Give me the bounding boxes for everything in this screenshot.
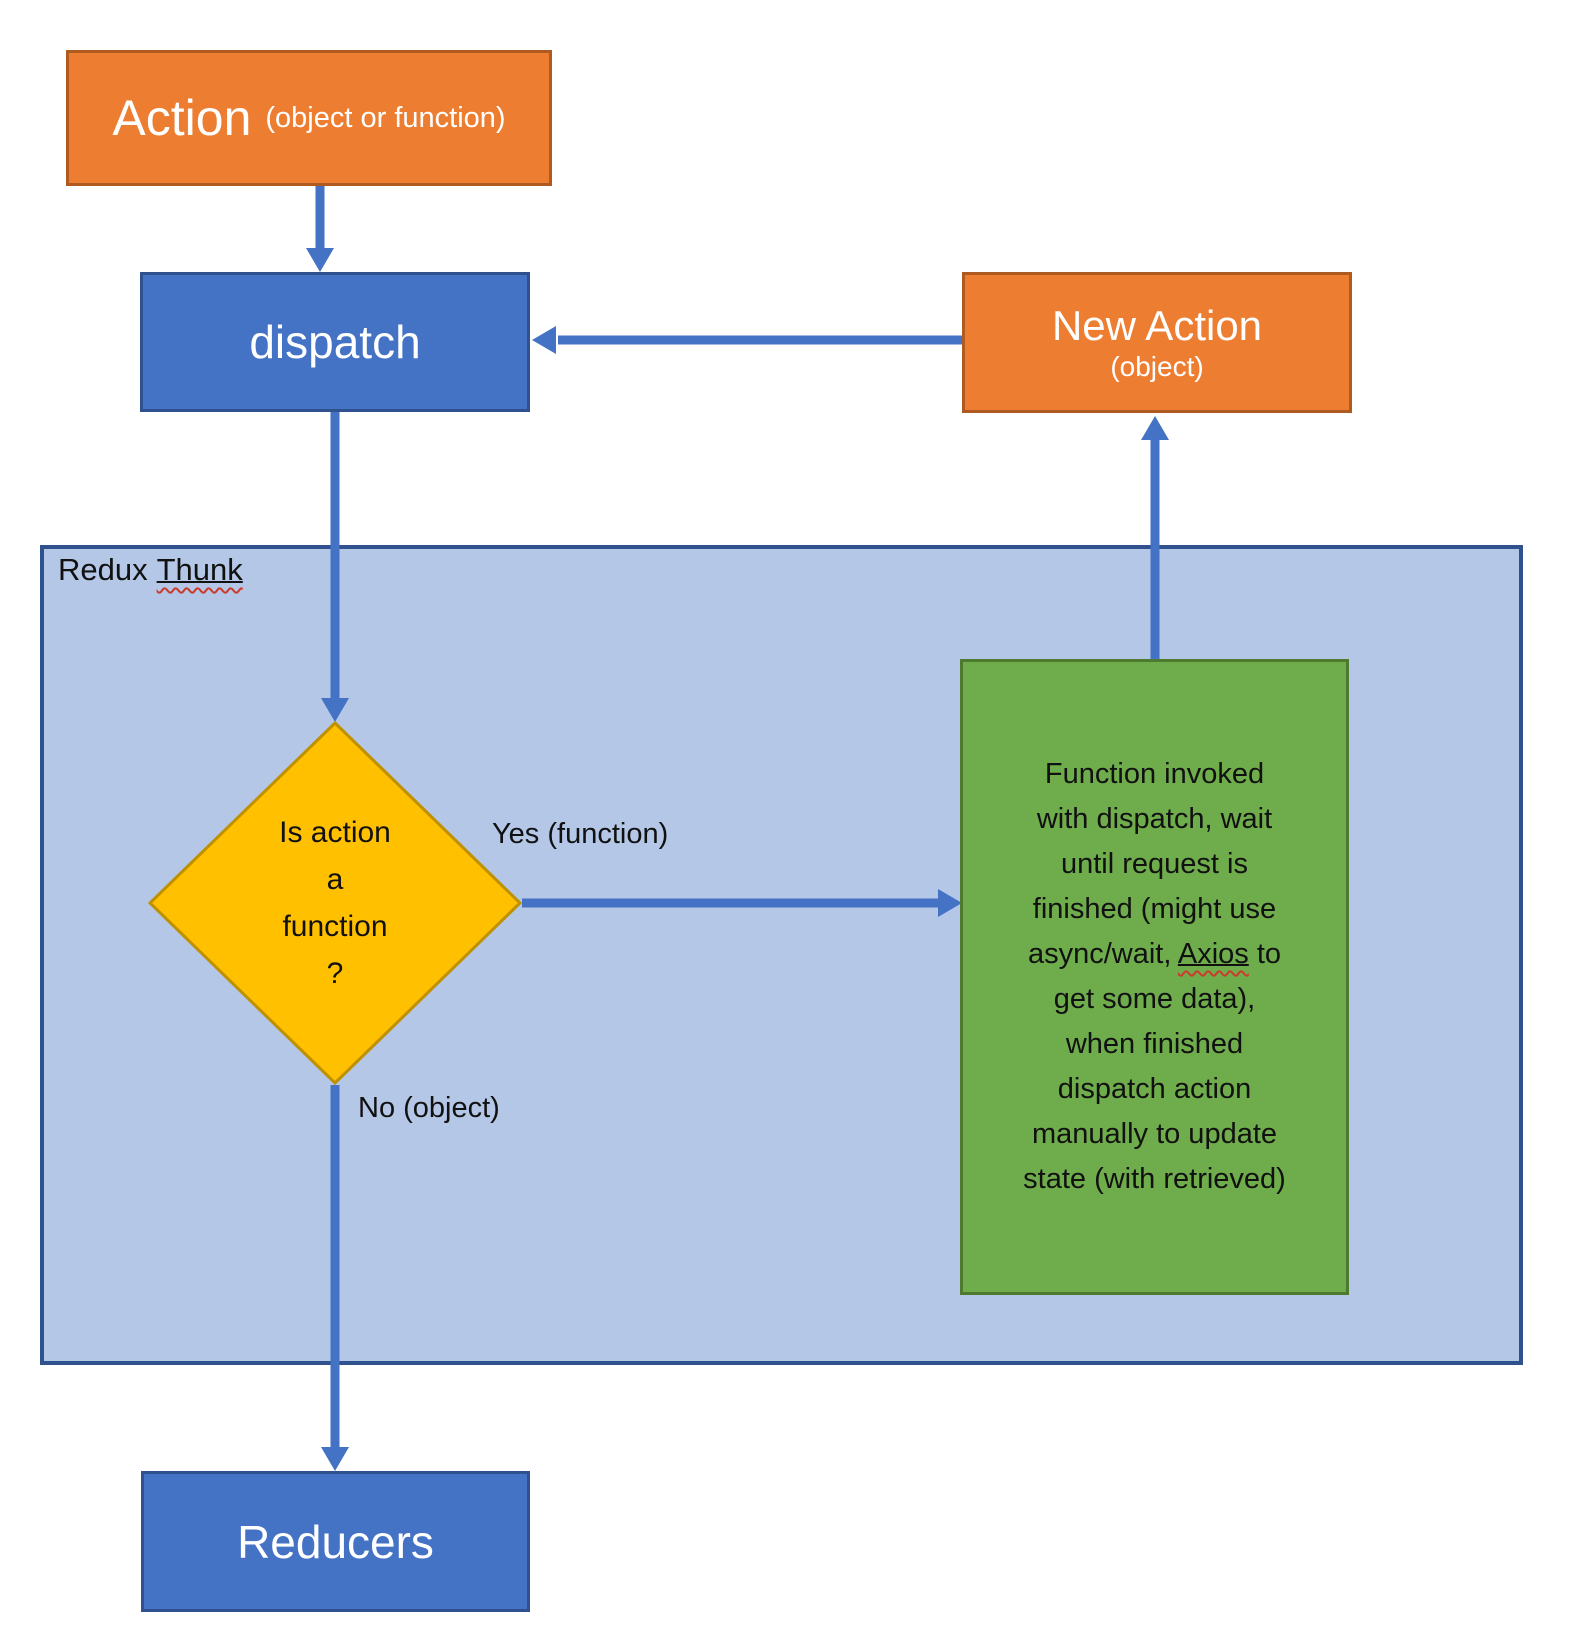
process-line: until request is xyxy=(1060,848,1248,880)
process-node: Function invoked with dispatch, wait unt… xyxy=(960,659,1349,1295)
decision-line: function xyxy=(282,910,388,943)
action-node-subtitle: (object or function) xyxy=(265,101,506,134)
new-action-node: New Action (object) xyxy=(962,272,1352,413)
process-line: Function invoked xyxy=(1044,758,1265,790)
process-node-text: Function invoked with dispatch, wait unt… xyxy=(1023,752,1286,1202)
decision-node-text: Is action a function ? xyxy=(148,721,522,1085)
edge-label-yes: Yes (function) xyxy=(492,818,669,850)
redux-thunk-label-prefix: Redux xyxy=(58,552,148,587)
arrowhead-new-action-to-dispatch xyxy=(532,326,556,354)
process-line-axios-before: async/wait, xyxy=(1027,938,1178,970)
arrowhead-dispatch-to-decision xyxy=(321,698,349,722)
action-node-title: Action xyxy=(112,90,252,146)
process-line: manually to update xyxy=(1031,1118,1278,1150)
decision-diamond-shape xyxy=(148,721,522,1085)
action-node: Action (object or function) xyxy=(66,50,552,186)
process-line: get some data), xyxy=(1053,983,1256,1015)
process-axios-word: Axios xyxy=(1177,938,1249,970)
process-line: when finished xyxy=(1065,1028,1244,1060)
edge-label-no: No (object) xyxy=(358,1092,500,1124)
process-line: with dispatch, wait xyxy=(1036,803,1273,835)
decision-node: Is action a function ? xyxy=(148,721,522,1085)
decision-line: a xyxy=(326,863,344,896)
process-line: dispatch action xyxy=(1057,1073,1252,1105)
new-action-node-title: New Action xyxy=(1051,301,1263,349)
decision-line: ? xyxy=(326,957,344,990)
new-action-node-subtitle: (object) xyxy=(1110,350,1204,382)
arrowhead-decision-to-reducers xyxy=(321,1447,349,1471)
process-line: state (with retrieved) xyxy=(1023,1163,1286,1195)
process-line: finished (might use xyxy=(1032,893,1277,925)
arrowhead-decision-to-process xyxy=(938,889,962,917)
dispatch-node-label: dispatch xyxy=(249,316,421,368)
redux-thunk-label-word: Thunk xyxy=(156,552,243,587)
decision-line: Is action xyxy=(279,816,391,849)
process-line-axios-after: to xyxy=(1248,938,1282,970)
dispatch-node: dispatch xyxy=(140,272,530,412)
arrowhead-process-to-new-action xyxy=(1141,416,1169,440)
reducers-node: Reducers xyxy=(141,1471,530,1612)
arrowhead-action-to-dispatch xyxy=(306,248,334,272)
reducers-node-label: Reducers xyxy=(237,1515,434,1568)
